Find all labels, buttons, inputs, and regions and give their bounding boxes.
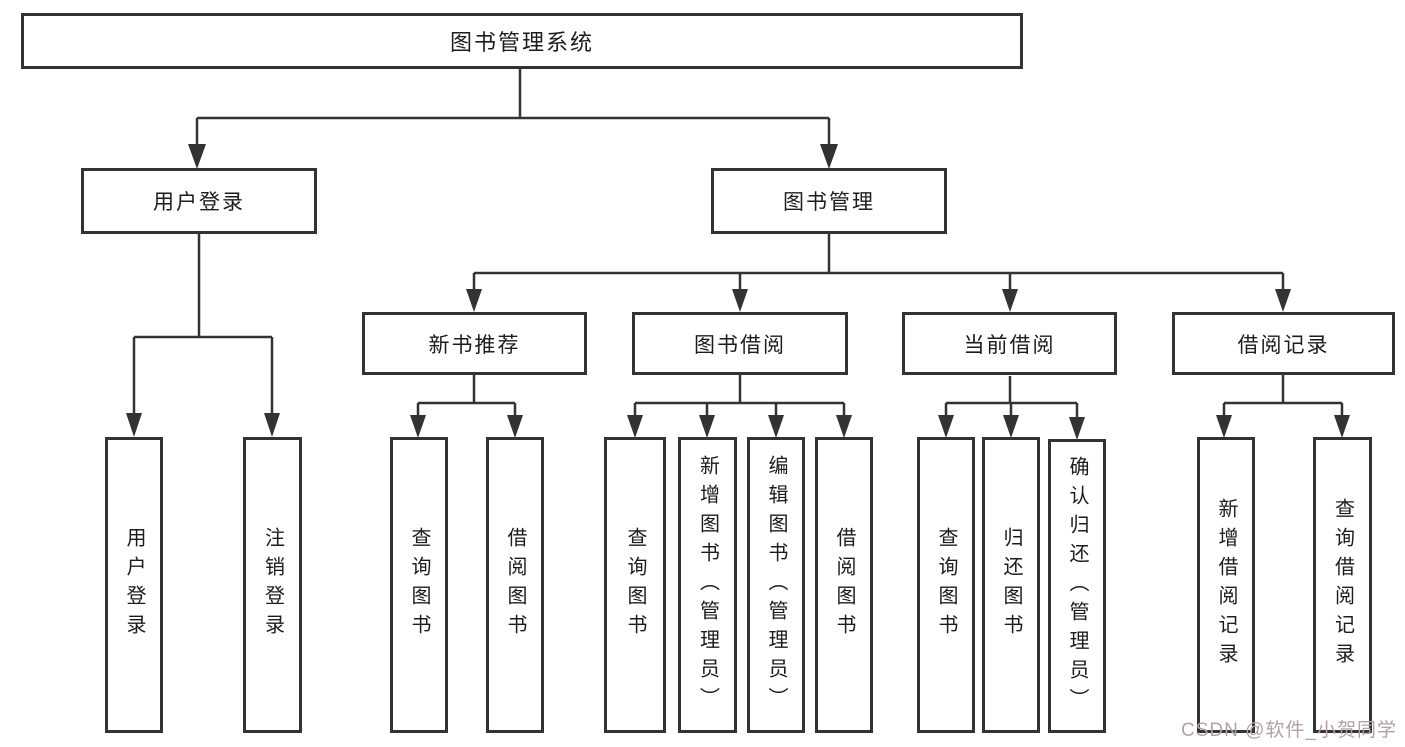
node-book-management: 图书管理 [711, 168, 947, 234]
leaf-edit-books-admin: 编辑图书（管理员） [747, 437, 805, 733]
node-current-borrowing: 当前借阅 [902, 312, 1117, 375]
arrowhead-icons [126, 144, 1350, 440]
node-new-book-recommend: 新书推荐 [362, 312, 587, 375]
leaf-query-borrow-record: 查询借阅记录 [1313, 437, 1372, 733]
node-user-login: 用户登录 [81, 168, 317, 234]
leaf-add-books-admin: 新增图书（管理员） [678, 437, 737, 733]
leaf-query-books-recommend: 查询图书 [390, 437, 448, 733]
leaf-confirm-return-admin: 确认归还（管理员） [1048, 439, 1106, 733]
watermark: CSDN @软件_小贺同学 [1181, 720, 1397, 741]
leaf-user-login: 用户登录 [105, 437, 163, 733]
leaf-add-borrow-record: 新增借阅记录 [1197, 437, 1255, 733]
leaf-borrow-books-borrowing: 借阅图书 [815, 437, 873, 733]
node-library-management-system: 图书管理系统 [21, 13, 1023, 69]
leaf-query-books-current: 查询图书 [917, 437, 975, 733]
leaf-return-books: 归还图书 [982, 437, 1040, 733]
node-book-borrowing: 图书借阅 [632, 312, 848, 375]
leaf-logout: 注销登录 [243, 437, 302, 733]
leaf-borrow-books-recommend: 借阅图书 [486, 437, 544, 733]
node-borrow-records: 借阅记录 [1172, 312, 1395, 375]
leaf-query-books-borrowing: 查询图书 [604, 437, 666, 733]
